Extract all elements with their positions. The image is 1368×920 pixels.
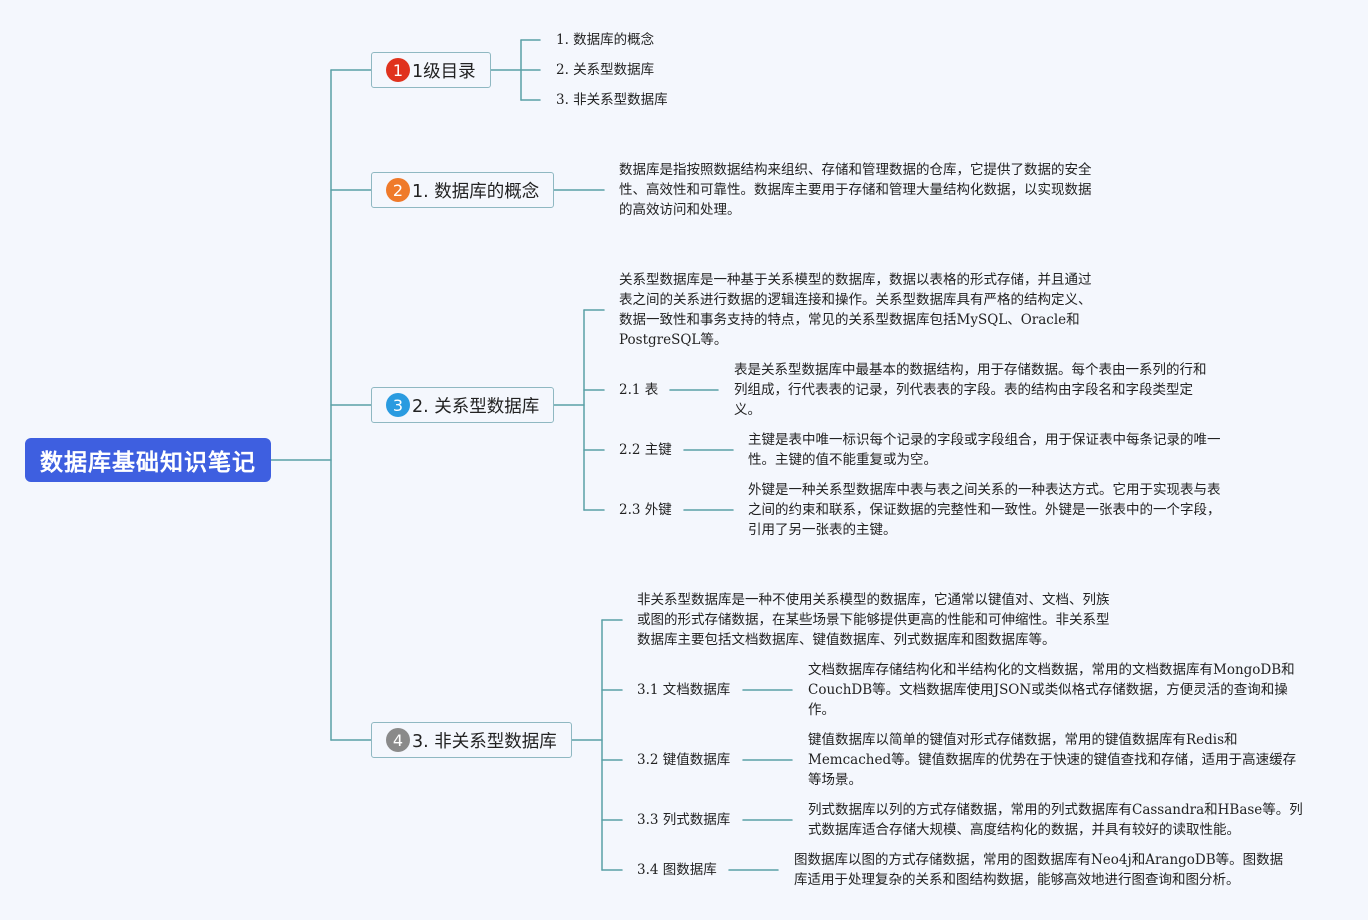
topic-label: 2. 关系型数据库 (412, 396, 540, 417)
topic-label: 3. 非关系型数据库 (412, 731, 557, 752)
subtopic-keyvalue-db[interactable]: 3.2 键值数据库 (637, 752, 731, 768)
number-badge-icon: 4 (386, 728, 410, 752)
subtopic-document-db[interactable]: 3.1 文档数据库 (637, 682, 731, 698)
graph-db-text[interactable]: 图数据库以图的方式存储数据，常用的图数据库有Neo4j和ArangoDB等。图数… (794, 852, 1284, 888)
relational-intro-text[interactable]: 关系型数据库是一种基于关系模型的数据库，数据以表格的形式存储，并且通过 表之间的… (619, 272, 1092, 348)
concept-text[interactable]: 数据库是指按照数据结构来组织、存储和管理数据的仓库，它提供了数据的安全 性、高效… (619, 162, 1092, 218)
document-db-text[interactable]: 文档数据库存储结构化和半结构化的文档数据，常用的文档数据库有MongoDB和 C… (808, 662, 1295, 718)
root-title: 数据库基础知识笔记 (40, 450, 256, 476)
topic-label: 1级目录 (412, 61, 476, 82)
topic-nonrelational-db[interactable]: 4 3. 非关系型数据库 (371, 722, 572, 758)
table-text[interactable]: 表是关系型数据库中最基本的数据结构，用于存储数据。每个表由一系列的行和 列组成，… (734, 362, 1207, 418)
subtopic-primary-key[interactable]: 2.2 主键 (619, 442, 672, 458)
foreign-key-text[interactable]: 外键是一种关系型数据库中表与表之间关系的一种表达方式。它用于实现表与表 之间的约… (748, 482, 1221, 538)
subtopic-graph-db[interactable]: 3.4 图数据库 (637, 862, 717, 878)
topic-db-concept[interactable]: 2 1. 数据库的概念 (371, 172, 554, 208)
primary-key-text[interactable]: 主键是表中唯一标识每个记录的字段或字段组合，用于保证表中每条记录的唯一 性。主键… (748, 432, 1221, 468)
toc-item[interactable]: 1. 数据库的概念 (556, 32, 655, 48)
number-badge-icon: 2 (386, 178, 410, 202)
toc-item[interactable]: 2. 关系型数据库 (556, 62, 655, 78)
topic-label: 1. 数据库的概念 (412, 181, 540, 202)
number-badge-icon: 1 (386, 58, 410, 82)
toc-item[interactable]: 3. 非关系型数据库 (556, 92, 668, 108)
nonrelational-intro-text[interactable]: 非关系型数据库是一种不使用关系模型的数据库，它通常以键值对、文档、列族 或图的形… (637, 592, 1110, 648)
subtopic-foreign-key[interactable]: 2.3 外键 (619, 502, 672, 518)
columnar-db-text[interactable]: 列式数据库以列的方式存储数据，常用的列式数据库有Cassandra和HBase等… (808, 802, 1303, 838)
subtopic-table[interactable]: 2.1 表 (619, 382, 659, 398)
keyvalue-db-text[interactable]: 键值数据库以简单的键值对形式存储数据，常用的键值数据库有Redis和 Memca… (808, 732, 1297, 788)
topic-toc[interactable]: 1 1级目录 (371, 52, 491, 88)
number-badge-icon: 3 (386, 393, 410, 417)
root-topic[interactable]: 数据库基础知识笔记 (25, 438, 271, 482)
topic-relational-db[interactable]: 3 2. 关系型数据库 (371, 387, 554, 423)
subtopic-columnar-db[interactable]: 3.3 列式数据库 (637, 812, 731, 828)
